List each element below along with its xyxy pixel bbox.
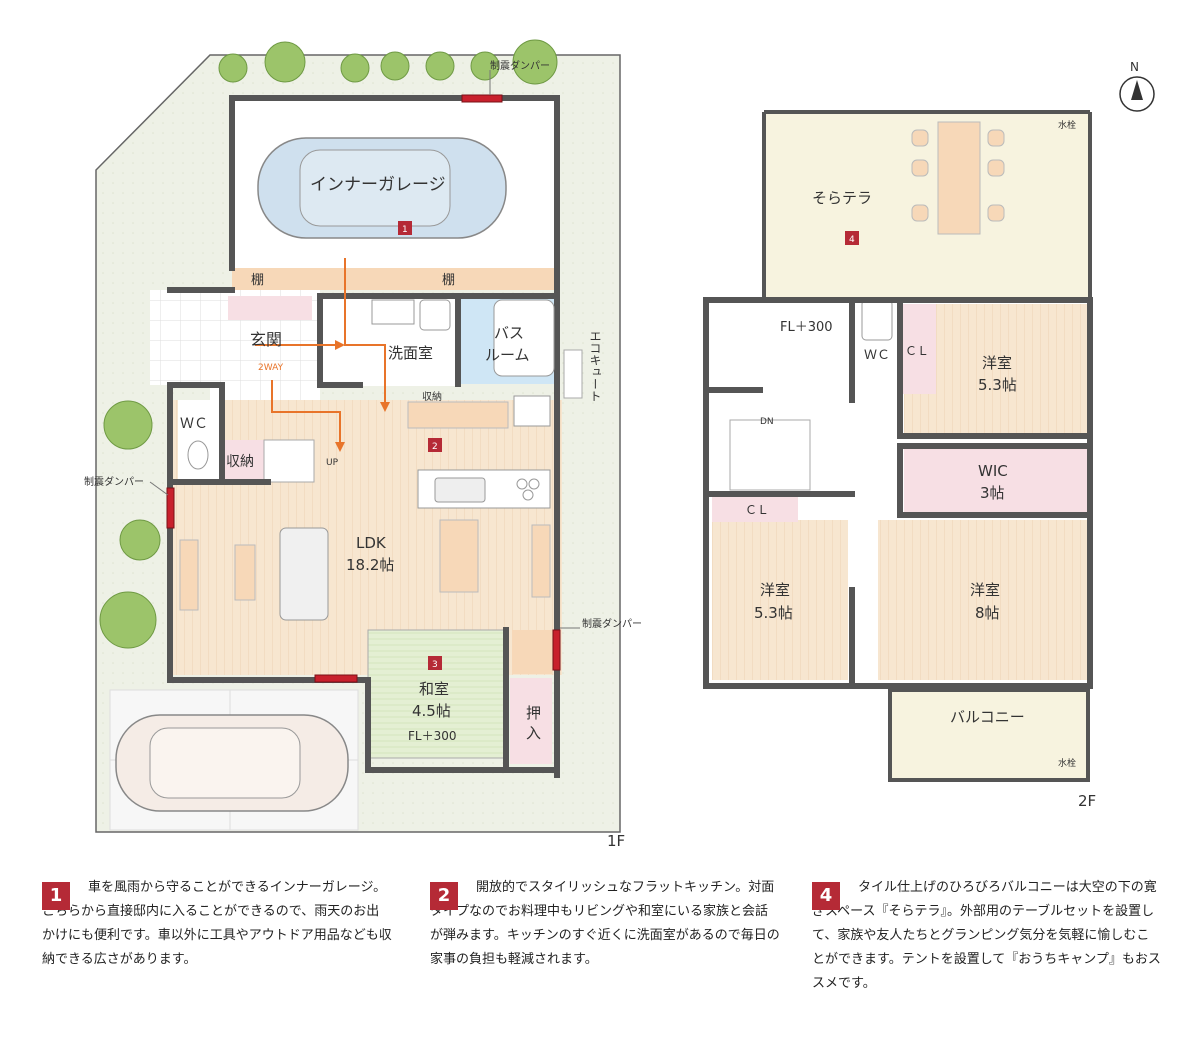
terrace-label: そらテラ bbox=[812, 189, 872, 207]
wc-2f-fixture bbox=[861, 299, 893, 341]
wic-name: WIC bbox=[978, 462, 1008, 480]
note-1: 1 車を風雨から守ることができるインナーガレージ。こちらから直接邸内に入ることが… bbox=[42, 876, 392, 972]
damper-left-label: 制震ダンパー bbox=[84, 475, 144, 488]
dn-label: DN bbox=[760, 417, 774, 427]
note-number: 4 bbox=[812, 882, 840, 910]
washitsu-floor bbox=[367, 629, 507, 759]
room1-size: 5.3帖 bbox=[978, 376, 1017, 394]
notes-section: 1 車を風雨から守ることができるインナーガレージ。こちらから直接邸内に入ることが… bbox=[0, 876, 1200, 1036]
garage-shelf bbox=[232, 268, 557, 290]
floor-plan: N インナーガレージ 棚 棚 玄関 2WAY 洗面室 バス ルーム エコキュート… bbox=[84, 39, 1155, 850]
wic-size: 3帖 bbox=[980, 484, 1005, 502]
wic-floor bbox=[904, 448, 1088, 514]
note-number: 1 bbox=[42, 882, 70, 910]
fl-2f-label: FL＋300 bbox=[780, 320, 833, 335]
room3-size: 8帖 bbox=[975, 604, 1000, 622]
room3-floor bbox=[878, 520, 1088, 680]
ecocute-label: エコキュート bbox=[588, 330, 602, 402]
washitsu-fl: FL＋300 bbox=[408, 729, 457, 743]
stairs-2f bbox=[729, 419, 811, 491]
room3-name: 洋室 bbox=[970, 581, 1000, 599]
furniture-1f bbox=[179, 519, 551, 621]
note-text: タイル仕上げのひろびろバルコニーは大空の下の寛ぎスペース『そらテラ』。外部用のテ… bbox=[812, 880, 1161, 991]
shelf-right-label: 棚 bbox=[442, 273, 455, 288]
marker-3: 3 bbox=[432, 660, 438, 670]
washroom-label: 洗面室 bbox=[388, 344, 433, 362]
damper-top-label: 制震ダンパー bbox=[490, 59, 550, 72]
note-4: 4 タイル仕上げのひろびろバルコニーは大空の下の寛ぎスペース『そらテラ』。外部用… bbox=[812, 876, 1162, 996]
marker-4: 4 bbox=[849, 235, 855, 245]
cl-left-label: ＣＬ bbox=[745, 503, 769, 517]
ldk-size: 18.2帖 bbox=[346, 556, 394, 574]
room2-size: 5.3帖 bbox=[754, 604, 793, 622]
damper-marks bbox=[166, 94, 561, 683]
wc-2f-label: ＷＣ bbox=[864, 348, 890, 363]
damper-right-label: 制震ダンパー bbox=[582, 617, 642, 630]
room2-name: 洋室 bbox=[760, 581, 790, 599]
shoe-cabinet bbox=[228, 296, 312, 320]
suisen-bottom-label: 水栓 bbox=[1058, 757, 1076, 769]
balcony-floor bbox=[888, 688, 1090, 782]
cl-top-floor bbox=[900, 304, 936, 394]
storage-1f bbox=[222, 440, 264, 480]
compass-label: N bbox=[1130, 60, 1139, 74]
ecocute-unit bbox=[563, 349, 583, 399]
oshiire-label-1: 押 bbox=[526, 704, 541, 722]
flow-arrowheads bbox=[335, 340, 390, 452]
note-text: 車を風雨から守ることができるインナーガレージ。こちらから直接邸内に入ることができ… bbox=[42, 880, 392, 967]
note-number: 2 bbox=[430, 882, 458, 910]
markers bbox=[398, 221, 859, 670]
suisen-top-label: 水栓 bbox=[1058, 119, 1076, 131]
ldk-name: LDK bbox=[356, 534, 387, 552]
storage-small-label: 収納 bbox=[422, 390, 442, 403]
room1-name: 洋室 bbox=[982, 354, 1012, 372]
shelf-left-label: 棚 bbox=[251, 273, 264, 288]
floor2-label: 2F bbox=[1078, 792, 1096, 810]
terrace-2f bbox=[762, 110, 1092, 300]
stairs-1f bbox=[263, 439, 315, 483]
compass-icon bbox=[1119, 76, 1155, 112]
damper-leaders bbox=[149, 70, 580, 629]
storage-box bbox=[512, 630, 552, 674]
entrance-label: 玄関 bbox=[250, 330, 282, 349]
kitchen-1f bbox=[407, 395, 551, 509]
garage-label: インナーガレージ bbox=[310, 175, 446, 195]
bath-label-2: ルーム bbox=[485, 346, 530, 364]
storage-1f-label: 収納 bbox=[226, 454, 254, 470]
note-text: 開放的でスタイリッシュなフラットキッチン。対面タイプなのでお料理中もリビングや和… bbox=[430, 880, 780, 967]
car-garage-icon bbox=[257, 137, 507, 239]
wc-1f-label: ＷＣ bbox=[180, 416, 208, 432]
porch-floor bbox=[150, 290, 210, 385]
marker-2: 2 bbox=[432, 442, 438, 452]
up-label: UP bbox=[326, 458, 339, 468]
bath-fixtures bbox=[187, 299, 555, 470]
twoway-label: 2WAY bbox=[258, 363, 284, 373]
note-2: 2 開放的でスタイリッシュなフラットキッチン。対面タイプなのでお料理中もリビング… bbox=[430, 876, 780, 972]
marker-1: 1 bbox=[402, 225, 408, 235]
cl-top-label: ＣＬ bbox=[905, 344, 929, 358]
bath-label-1: バス bbox=[494, 324, 524, 342]
cl-left-floor bbox=[712, 496, 798, 522]
room2-floor bbox=[712, 520, 848, 680]
walls-2f bbox=[703, 297, 1093, 689]
washitsu-name: 和室 bbox=[419, 680, 449, 698]
washitsu-size: 4.5帖 bbox=[412, 702, 451, 720]
flow-arrows bbox=[255, 258, 386, 450]
balcony-label: バルコニー bbox=[950, 708, 1025, 726]
floor1-label: 1F bbox=[607, 832, 625, 850]
car-parking-icon bbox=[115, 714, 349, 812]
oshiire-label-2: 入 bbox=[526, 724, 541, 742]
oshiire-floor bbox=[510, 678, 552, 764]
